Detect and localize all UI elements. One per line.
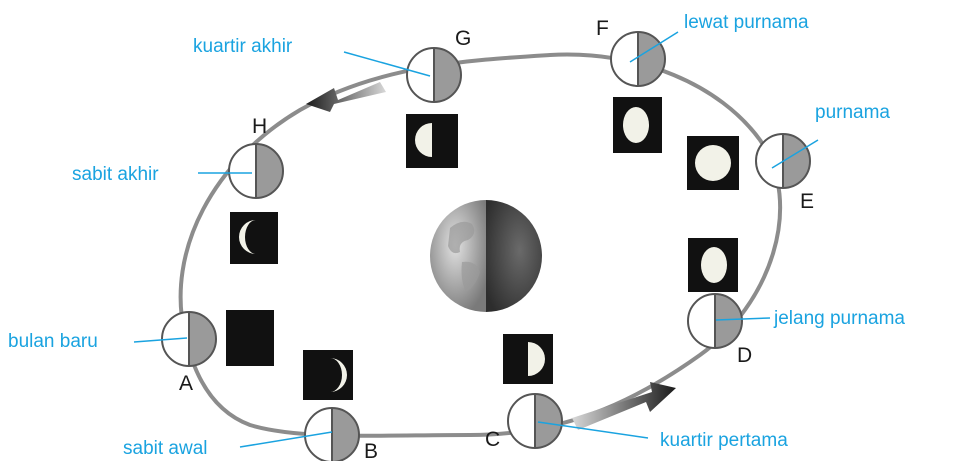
phase-view-last-quarter xyxy=(406,114,458,168)
moon-position-b xyxy=(304,407,360,463)
leader-line-c xyxy=(537,421,649,439)
moon-position-h xyxy=(228,143,284,199)
phase-view-full-moon xyxy=(687,136,739,190)
moon-position-g xyxy=(406,47,462,103)
phase-view-waxing-gibbous xyxy=(688,238,738,292)
phase-label-e: purnama xyxy=(815,102,890,123)
moon-position-e xyxy=(755,133,811,189)
leader-line-a xyxy=(133,337,188,343)
phase-view-first-quarter xyxy=(503,334,553,384)
leader-line-b xyxy=(239,431,333,448)
phase-label-f: lewat purnama xyxy=(684,12,809,33)
phase-label-d: jelang purnama xyxy=(773,308,905,329)
phase-label-g: kuartir akhir xyxy=(193,36,293,57)
orbit-direction-arrow-bottom xyxy=(572,382,676,430)
phase-label-b: sabit awal xyxy=(123,438,208,459)
moon-position-d xyxy=(687,293,743,349)
position-letter-d: D xyxy=(737,344,752,367)
earth xyxy=(430,200,542,312)
position-letter-b: B xyxy=(364,440,378,461)
moon-position-a xyxy=(161,311,217,367)
position-letter-f: F xyxy=(596,17,609,40)
position-letter-a: A xyxy=(179,372,193,395)
moon-position-f xyxy=(610,31,666,87)
orbit-direction-arrow-top xyxy=(306,82,386,112)
position-letter-h: H xyxy=(252,115,267,138)
position-letter-g: G xyxy=(455,27,471,50)
phase-label-c: kuartir pertama xyxy=(660,430,788,451)
leader-line-d xyxy=(715,317,771,321)
leader-line-f xyxy=(629,31,679,63)
leader-line-e xyxy=(771,139,819,169)
moon-position-c xyxy=(507,393,563,449)
phase-label-a: bulan baru xyxy=(8,331,98,352)
position-letter-c: C xyxy=(485,428,500,451)
phase-view-waning-crescent xyxy=(230,212,278,264)
phase-label-h: sabit akhir xyxy=(72,164,159,185)
phase-view-new-moon xyxy=(226,310,274,366)
leader-line-g xyxy=(343,51,431,77)
position-letter-e: E xyxy=(800,190,814,213)
phase-view-waxing-crescent xyxy=(303,350,353,400)
phase-view-waning-gibbous xyxy=(613,97,662,153)
